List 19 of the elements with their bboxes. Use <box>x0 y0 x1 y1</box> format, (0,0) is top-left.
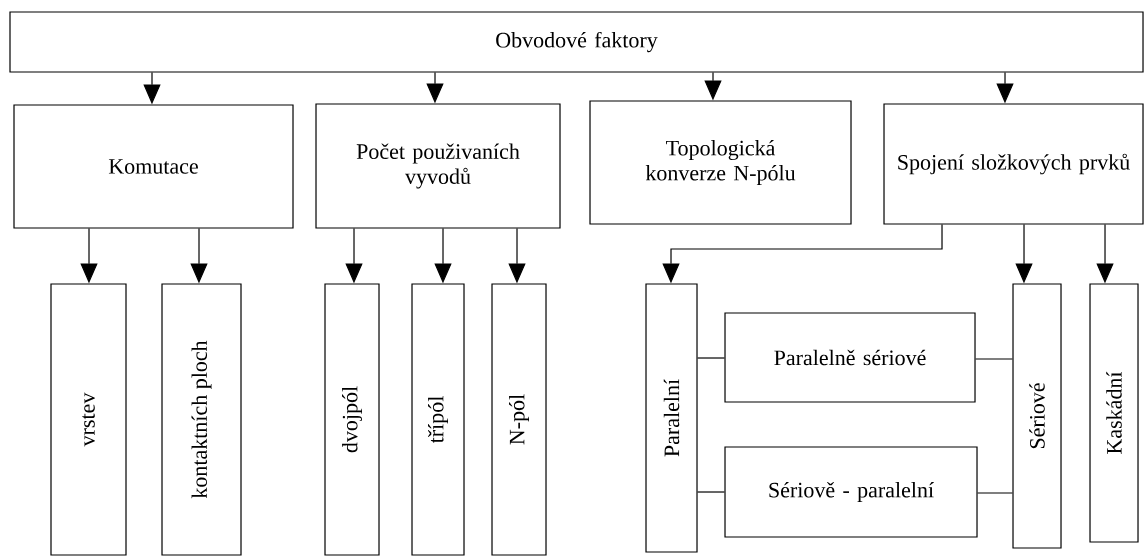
vertical-box: dvojpól <box>324 283 380 556</box>
process-box: Obvodové faktory <box>9 11 1144 73</box>
vertical-box: třípól <box>411 283 465 556</box>
process-box: Topologická konverze N-pólu <box>589 100 852 225</box>
connector-line <box>977 492 1013 494</box>
vertical-box: vrstev <box>50 283 127 556</box>
connector-line <box>697 491 725 493</box>
vertical-box: Paralelní <box>645 283 698 553</box>
process-box: Počet použivaních vyvodů <box>315 103 561 229</box>
connector-line <box>975 358 1013 360</box>
vertical-box: N-pól <box>491 283 547 556</box>
vertical-box: kontaktních ploch <box>161 283 242 556</box>
process-box: Sériově - paralelní <box>724 446 978 538</box>
vertical-box: Sériové <box>1012 283 1062 549</box>
process-box: Komutace <box>13 104 294 229</box>
process-box: Spojení složkových prvků <box>883 103 1144 225</box>
process-box: Paralelně sériové <box>724 312 976 403</box>
vertical-box: Kaskádní <box>1089 283 1139 543</box>
connector-line <box>697 357 725 359</box>
